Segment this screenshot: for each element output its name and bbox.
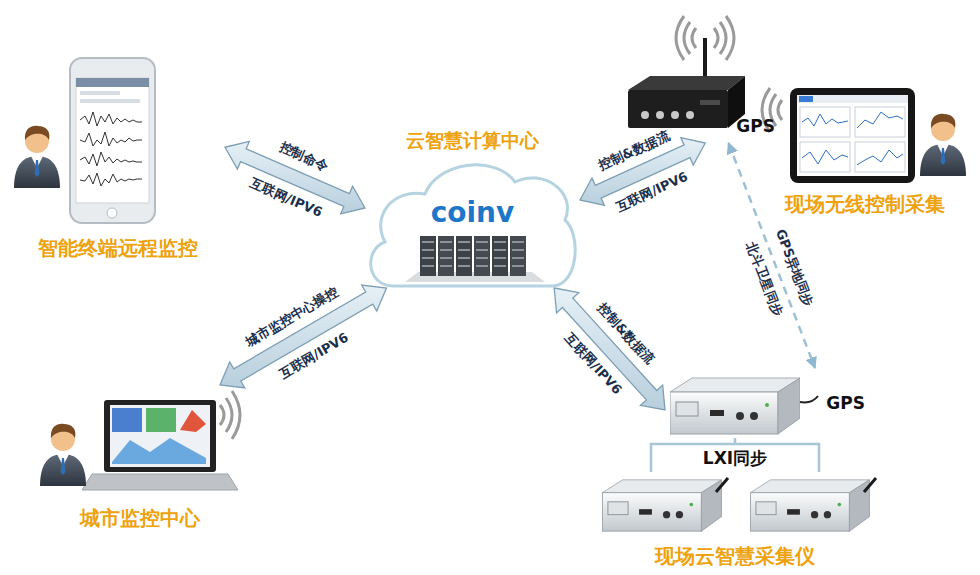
person-icon — [40, 424, 86, 486]
logo-text: coinv — [431, 198, 515, 228]
terminal-group: 智能终端远程监控 — [10, 55, 225, 260]
laptop-screen-frame — [104, 400, 216, 472]
connector — [729, 143, 816, 368]
site-label: 现场云智慧采集仪 — [655, 544, 815, 568]
screen-panel — [112, 408, 142, 432]
tablet-body — [790, 88, 915, 183]
antenna — [716, 478, 728, 492]
site-label: 智能终端远程监控 — [38, 236, 198, 260]
chart-line — [857, 112, 903, 128]
tablet-logo — [799, 96, 813, 102]
antenna — [703, 38, 707, 80]
center-title: 云智慧计算中心 — [406, 128, 539, 152]
site-label: 现场无线控制采集 — [785, 192, 945, 216]
waveform — [80, 173, 142, 186]
connector — [656, 111, 664, 119]
connector — [554, 288, 665, 410]
connector — [671, 111, 679, 119]
chart-panel — [800, 107, 850, 137]
connector — [220, 285, 387, 388]
device-top — [628, 76, 745, 90]
chart-panel — [855, 142, 905, 172]
chart-panel — [855, 107, 905, 137]
phone-control — [80, 99, 140, 103]
device-front — [628, 90, 728, 128]
cloud-center: 云智慧计算中心 coinv — [365, 128, 580, 288]
gps-label: GPS — [826, 392, 865, 414]
chart-line — [802, 114, 848, 126]
screen-panel — [146, 408, 176, 432]
waveform — [80, 132, 142, 146]
instrument — [670, 378, 800, 434]
monitor-center-group: 城市监控中心 — [40, 385, 240, 530]
instrument-group: 现场云智慧采集仪 — [595, 472, 875, 568]
block-arrow — [554, 288, 665, 410]
person-icon — [14, 126, 60, 188]
sync-bracket — [651, 438, 819, 472]
chart-line — [857, 150, 903, 165]
gps-label: GPS — [736, 115, 775, 137]
tablet-screen — [797, 95, 908, 176]
antenna — [864, 478, 876, 492]
tablet-icon — [762, 88, 915, 183]
instrument — [750, 480, 869, 531]
tablet-group: 现场无线控制采集 — [760, 80, 970, 216]
server-racks — [405, 236, 545, 282]
connector — [686, 111, 694, 119]
connector — [651, 438, 819, 472]
block-arrow — [220, 285, 387, 388]
connector — [641, 111, 649, 119]
tablet-header — [797, 95, 908, 103]
phone-screen — [76, 78, 149, 203]
wireless-device — [628, 16, 745, 128]
person-icon — [920, 114, 966, 176]
device-slot — [700, 100, 720, 105]
waveform — [80, 112, 142, 126]
smartphone-icon — [70, 58, 155, 223]
signal-waves — [220, 391, 240, 439]
phone-control — [80, 91, 120, 95]
home-button — [107, 208, 117, 218]
site-label: 城市监控中心 — [80, 506, 200, 530]
laptop-base — [82, 474, 238, 490]
edge-label: LXI同步 — [699, 448, 771, 468]
phone-header — [76, 78, 149, 87]
chart-panel — [800, 142, 850, 172]
laptop-screen — [110, 405, 210, 467]
rack-stripes — [422, 242, 524, 266]
cloud-shape — [371, 165, 575, 286]
screen-plot — [180, 410, 206, 432]
instrument — [602, 480, 721, 531]
phone-body — [70, 58, 155, 223]
dashed-arrow — [729, 143, 816, 368]
waveform — [80, 152, 142, 166]
master-instrument-group: GPS — [665, 368, 865, 438]
laptop-icon — [82, 391, 240, 490]
wireless-device-group: GPS — [620, 25, 775, 143]
chart-line — [802, 150, 848, 164]
screen-plot — [112, 438, 206, 464]
gps-cable — [800, 396, 818, 402]
